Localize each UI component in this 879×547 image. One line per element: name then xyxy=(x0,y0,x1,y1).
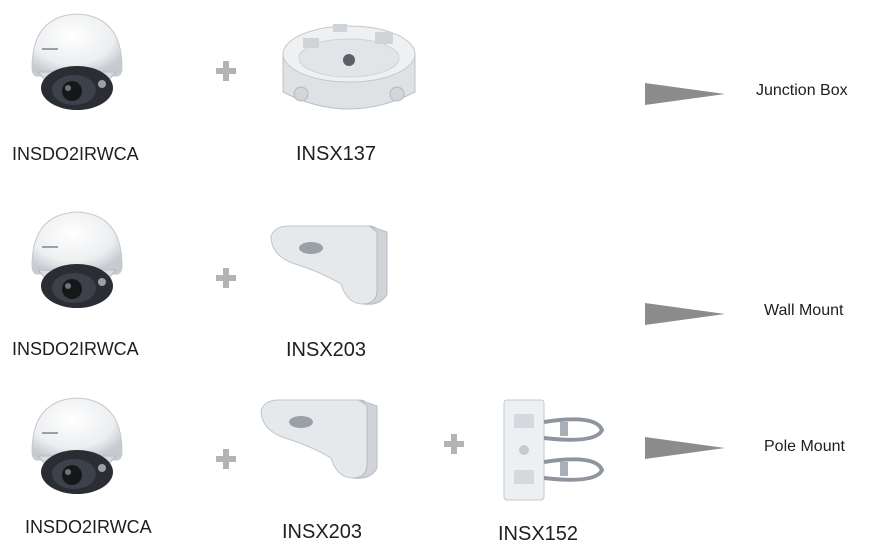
accessory-label: INSX152 xyxy=(498,523,579,545)
plus-icon xyxy=(216,449,236,469)
plus-icon xyxy=(444,434,464,454)
right-triangle-arrow-icon xyxy=(645,83,725,105)
plus-icon xyxy=(216,61,236,81)
camera-label: INSDO2IRWCA xyxy=(12,144,139,164)
right-triangle-arrow-icon xyxy=(645,303,725,325)
pole-mount-bracket-icon xyxy=(500,396,610,504)
camera-label: INSDO2IRWCA xyxy=(25,517,152,537)
result-label: Junction Box xyxy=(756,82,848,99)
accessory-label: INSX203 xyxy=(286,339,367,361)
result-label: Pole Mount xyxy=(764,438,845,455)
result-label: Wall Mount xyxy=(764,302,844,319)
dome-camera-icon xyxy=(22,206,132,312)
dome-camera-icon xyxy=(22,8,132,114)
plus-icon xyxy=(216,268,236,288)
wall-mount-bracket-icon xyxy=(255,392,385,484)
row-wall-mount: INSDO2IRWCA INSX203 Wall Mount xyxy=(0,190,879,370)
row-junction-box: INSDO2IRWCA INSX137 Junction Box xyxy=(0,0,879,190)
wall-mount-bracket-icon xyxy=(265,218,395,310)
camera-label: INSDO2IRWCA xyxy=(12,339,139,359)
accessory-label: INSX203 xyxy=(282,521,363,543)
junction-box-icon xyxy=(275,16,423,126)
dome-camera-icon xyxy=(22,392,132,498)
accessory-label: INSX137 xyxy=(296,143,377,165)
right-triangle-arrow-icon xyxy=(645,437,725,459)
row-pole-mount: INSDO2IRWCA INSX203 INSX152 Pole Mount xyxy=(0,370,879,547)
